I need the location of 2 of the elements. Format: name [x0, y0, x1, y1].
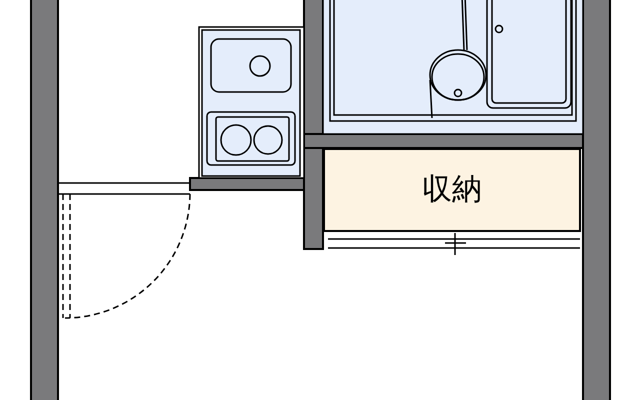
room-label: 収納	[422, 175, 482, 205]
storage-room	[323, 148, 581, 232]
